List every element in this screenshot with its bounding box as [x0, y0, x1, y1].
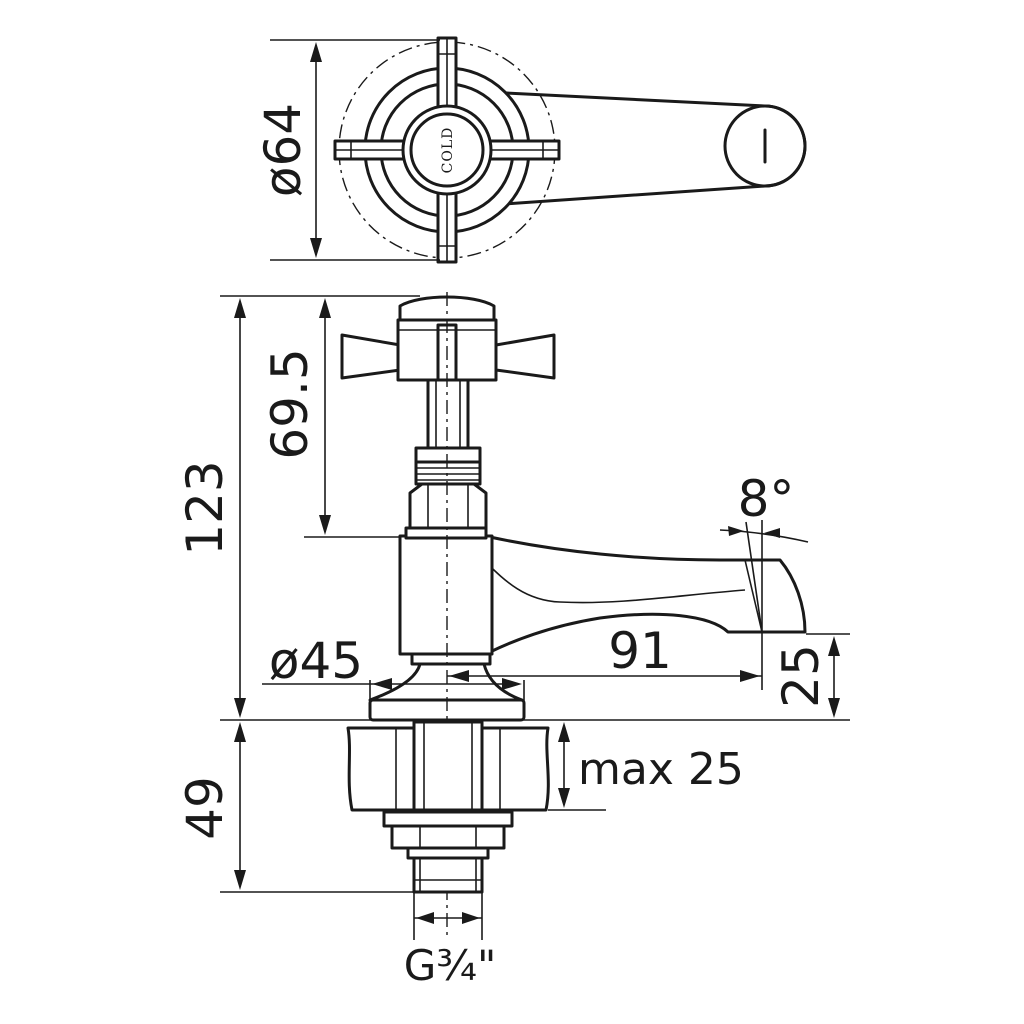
deck-section-left [346, 726, 416, 812]
packing-ring [414, 446, 482, 464]
reach-91-label: 91 [608, 622, 672, 680]
bonnet-hex [408, 482, 488, 530]
diameter-64-label: ø64 [254, 103, 312, 197]
cross-handle-right-arm [494, 333, 556, 380]
tail-shank [412, 720, 484, 812]
spout [488, 535, 807, 654]
cold-cap-label: COLD [440, 127, 456, 174]
base-flare [368, 662, 524, 702]
height-49-label: 49 [176, 776, 234, 840]
threaded-tail [412, 856, 484, 894]
height-123-label: 123 [176, 460, 234, 555]
cross-handle-left-arm [340, 333, 402, 380]
cross-handle-cap [398, 295, 496, 322]
height-25-label: 25 [772, 644, 830, 708]
tap-body [398, 534, 494, 656]
spindle [426, 378, 470, 450]
thread-size-label: G¾" [404, 941, 497, 990]
side-view [340, 292, 807, 940]
dimensions: 123 69.5 ø45 91 25 8° [176, 295, 850, 990]
top-view: COLD ø64 [254, 36, 807, 264]
dim-arrow [310, 42, 322, 62]
installation-view [346, 720, 550, 894]
height-69-5-label: 69.5 [261, 348, 319, 459]
dim-arrow [310, 238, 322, 258]
diameter-45-label: ø45 [269, 632, 363, 690]
cold-cap [409, 112, 485, 188]
deck-section-right [480, 726, 550, 812]
lever-end-circle [723, 104, 807, 188]
max-thickness-label: max 25 [578, 744, 744, 795]
angle-8-label: 8° [738, 470, 795, 528]
back-nut [390, 824, 506, 850]
washer [382, 810, 514, 828]
